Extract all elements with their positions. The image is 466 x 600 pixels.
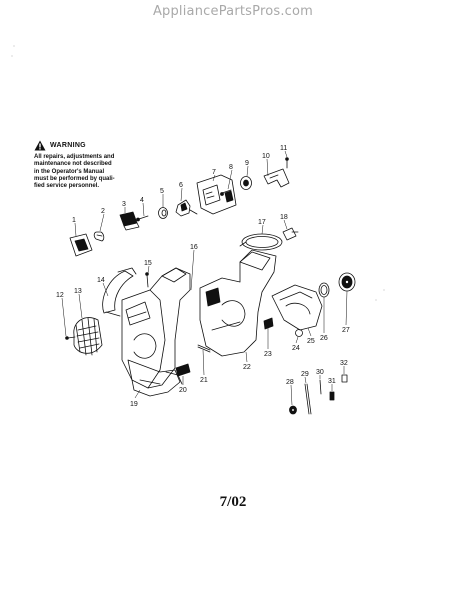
- part-18-clip: [282, 227, 299, 241]
- callout-22: 22: [243, 364, 251, 371]
- part-17-clamp: [239, 233, 283, 251]
- part-12-screw: [65, 336, 76, 340]
- callout-18: 18: [280, 214, 288, 221]
- callout-3: 3: [122, 201, 126, 208]
- callout-13: 13: [74, 288, 82, 295]
- callout-6: 6: [179, 182, 183, 189]
- part-29-rod: [304, 383, 312, 415]
- part-31-fitting: [329, 391, 335, 401]
- part-23-nut: [263, 317, 274, 330]
- part-1-gasket: [69, 233, 93, 257]
- callout-23: 23: [264, 351, 272, 358]
- part-3-switch: [119, 211, 140, 231]
- callout-7: 7: [212, 169, 216, 176]
- part-7-plate: [196, 174, 237, 215]
- callout-16: 16: [190, 244, 198, 251]
- part-5-plug: [158, 207, 168, 219]
- part-27-impeller: [338, 272, 356, 292]
- callout-31: 31: [328, 378, 336, 385]
- callout-28: 28: [286, 379, 294, 386]
- callout-15: 15: [144, 260, 152, 267]
- callout-5: 5: [160, 188, 164, 195]
- part-15-screw: [145, 272, 149, 288]
- warning-line: maintenance not described: [34, 161, 112, 168]
- part-11-screw: [285, 157, 289, 169]
- date-code: 7/02: [219, 494, 247, 510]
- callout-11: 11: [280, 145, 287, 152]
- part-20-latch: [175, 363, 191, 377]
- callout-19: 19: [130, 401, 138, 408]
- scan-specks: [11, 45, 385, 301]
- part-9-bearing: [240, 176, 252, 190]
- callout-2: 2: [101, 208, 105, 215]
- callout-10: 10: [262, 153, 270, 160]
- warning-header: WARNING: [34, 139, 166, 151]
- part-25-rotor-housing: [271, 284, 323, 331]
- warning-notice: WARNING All repairs, adjustments and mai…: [34, 139, 166, 190]
- warning-line: fied service personnel.: [34, 183, 100, 190]
- callout-25: 25: [307, 338, 315, 345]
- part-24-bushing: [295, 329, 303, 337]
- part-26-ring: [318, 282, 330, 298]
- callout-27: 27: [342, 327, 350, 334]
- callout-8: 8: [229, 164, 233, 171]
- callout-29: 29: [301, 371, 309, 378]
- part-32-cap: [341, 374, 348, 383]
- warning-triangle-icon: [34, 140, 46, 150]
- part-28-washer: [289, 405, 297, 415]
- part-22-blower-tube: [199, 249, 277, 357]
- warning-title: WARNING: [50, 141, 86, 149]
- warning-line: must be performed by quali-: [34, 175, 115, 182]
- part-19-lower-housing: [127, 359, 181, 397]
- warning-text: All repairs, adjustments and maintenance…: [34, 154, 166, 190]
- callout-17: 17: [258, 219, 266, 226]
- callout-14: 14: [97, 277, 105, 284]
- part-30-pin: [319, 379, 322, 395]
- callout-26: 26: [320, 335, 328, 342]
- callout-9: 9: [245, 160, 249, 167]
- part-14-handle: [102, 267, 137, 317]
- callout-12: 12: [56, 292, 64, 299]
- callout-24: 24: [292, 345, 300, 352]
- callout-20: 20: [179, 387, 187, 394]
- part-6-bracket: [175, 199, 198, 217]
- warning-line: All repairs, adjustments and: [34, 154, 115, 160]
- callout-32: 32: [340, 360, 348, 367]
- callout-21: 21: [200, 377, 208, 384]
- site-watermark: AppliancePartsPros.com: [152, 4, 314, 19]
- callout-4: 4: [140, 197, 144, 204]
- part-10-latch: [263, 168, 290, 188]
- part-13-grille: [73, 317, 103, 356]
- part-8-screw: [220, 189, 232, 196]
- callout-30: 30: [316, 369, 324, 376]
- callout-1: 1: [72, 217, 76, 224]
- part-4-screw: [136, 215, 149, 222]
- part-2-knob: [93, 231, 105, 242]
- warning-line: in the Operator's Manual: [34, 168, 105, 175]
- part-21-pin: [197, 344, 211, 353]
